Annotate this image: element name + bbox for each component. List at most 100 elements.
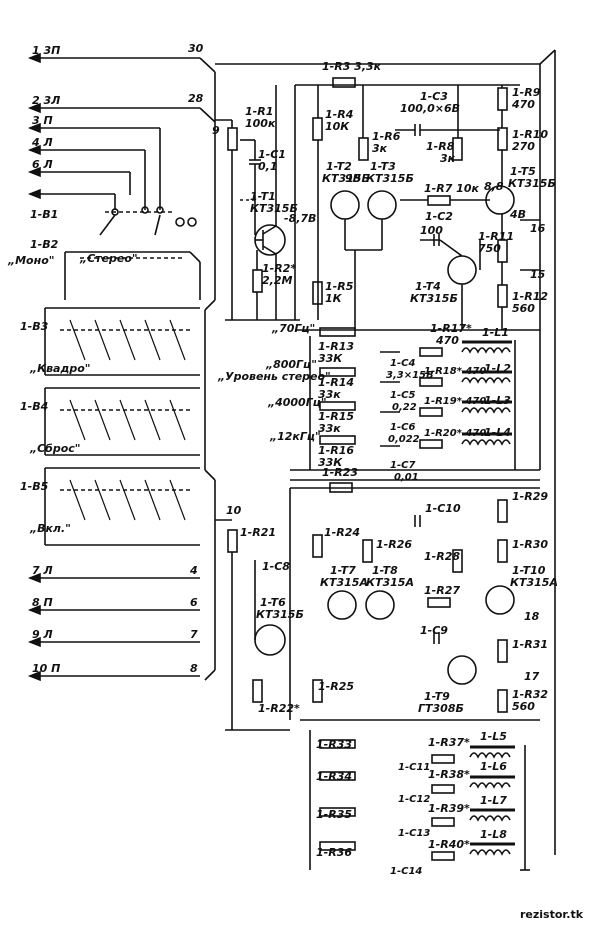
t8-type: КТ315А <box>366 576 414 589</box>
c3-value: 100,0×6В <box>400 102 460 115</box>
c8-label: 1-C8 <box>262 560 290 573</box>
switch-b3-label: 1-В3 <box>20 320 49 333</box>
r15-value: 33к <box>318 422 341 435</box>
pin-18: 18 <box>524 610 540 623</box>
switch-b5-label: 1-В5 <box>20 480 49 493</box>
r26-label: 1-R26 <box>376 538 412 551</box>
r5-label: 1-R5 <box>325 280 354 293</box>
c6-value: 0,022 <box>388 434 420 445</box>
reset-label: „Сброс" <box>29 442 81 455</box>
input-4-label: 4 Л <box>31 136 53 149</box>
freq-800hz: „800Гц" <box>265 358 317 371</box>
r10-label: 1-R10 <box>512 128 548 141</box>
c7-label: 1-C7 <box>390 460 415 471</box>
r33-label: 1-R33 <box>316 738 352 751</box>
lower-filters <box>309 730 530 871</box>
r12-value: 560 <box>512 302 535 315</box>
c1-value: 0,1 <box>258 160 278 173</box>
freq-70hz: „70Гц" <box>271 322 315 335</box>
voltage-4v: 4В <box>509 208 526 221</box>
c2-value: 100 <box>420 224 443 237</box>
r14-label: 1-R14 <box>318 376 354 389</box>
c10-label: 1-C10 <box>425 502 461 515</box>
r3-label: 1-R3 3,3к <box>322 60 382 73</box>
r8-label: 1-R8 <box>426 140 455 153</box>
switch-b2-label: 1-В2 <box>30 238 59 251</box>
r16-value: 33К <box>318 456 343 469</box>
r2-value: 2,2М <box>262 274 292 287</box>
r27-label: 1-R27 <box>424 584 460 597</box>
t8-label: 1-T8 <box>372 564 398 577</box>
t7-type: КТ315А <box>320 576 368 589</box>
r1-label: 1-R1 <box>245 105 273 118</box>
t4-label: 1-T4 <box>415 280 441 293</box>
r23-label: 1-R23 <box>322 466 358 479</box>
lower-amplifier <box>215 482 540 731</box>
t6-type: КТ315Б <box>256 608 304 621</box>
t3-type: КТ315Б <box>366 172 414 185</box>
l1-label: 1-L1 <box>482 326 509 339</box>
stereo-level-label: „Уровень стерео" <box>217 370 331 383</box>
pin-8: 8 <box>190 662 198 675</box>
switch-b2 <box>64 251 201 300</box>
r1-value: 100к <box>245 117 276 130</box>
r38-label: 1-R38* <box>428 768 470 781</box>
voltage-9v: 9В <box>345 172 361 185</box>
t7-label: 1-T7 <box>330 564 356 577</box>
r7-label: 1-R7 10к <box>424 182 479 195</box>
l7-label: 1-L7 <box>480 794 507 807</box>
switch-b1-label: 1-В1 <box>30 208 58 221</box>
r16-label: 1-R16 <box>318 444 354 457</box>
r14-value: 33к <box>318 388 341 401</box>
t2-label: 1-T2 <box>326 160 352 173</box>
switch-banks <box>44 307 200 546</box>
l2-label: 1-L2 <box>484 362 511 375</box>
quadro-label: „Квадро" <box>29 362 91 375</box>
r13-value: 33К <box>318 352 343 365</box>
r29-label: 1-R29 <box>512 490 548 503</box>
switch-b4-label: 1-В4 <box>20 400 48 413</box>
switch-b1 <box>99 206 197 236</box>
r28-label: 1-R28 <box>424 550 460 563</box>
r31-label: 1-R31 <box>512 638 548 651</box>
r2-label: 1-R2* <box>262 262 296 275</box>
r6-value: 3к <box>372 142 388 155</box>
r18-label: 1-R18* 470 <box>424 366 486 377</box>
c1-label: 1-C1 <box>258 148 286 161</box>
r35-label: 1-R35 <box>316 808 352 821</box>
stereo-label: „Стерео" <box>79 252 138 265</box>
t10-label: 1-T10 <box>512 564 546 577</box>
c5-label: 1-C5 <box>390 390 415 401</box>
upper-filters <box>290 327 540 481</box>
r9-value: 470 <box>511 98 535 111</box>
r20-label: 1-R20* 470 <box>424 428 486 439</box>
input-lines <box>27 52 216 210</box>
l5-label: 1-L5 <box>480 730 507 743</box>
pin-17: 17 <box>524 670 540 683</box>
c12-label: 1-C12 <box>398 794 430 805</box>
l6-label: 1-L6 <box>480 760 507 773</box>
c9-label: 1-C9 <box>420 624 448 637</box>
c7-value: 0,01 <box>394 472 419 483</box>
r9-label: 1-R9 <box>512 86 541 99</box>
freq-12khz: „12кГц" <box>269 430 321 443</box>
r34-label: 1-R34 <box>316 770 352 783</box>
r21-label: 1-R21 <box>240 526 276 539</box>
input-2-label: 2 3Л <box>32 94 60 107</box>
t4-type: КТ315Б <box>410 292 458 305</box>
t1-label: 1-T1 <box>250 190 276 203</box>
c13-label: 1-C13 <box>398 828 430 839</box>
c3-label: 1-C3 <box>420 90 448 103</box>
pin-10: 10 <box>226 504 242 517</box>
r40-label: 1-R40* <box>428 838 470 851</box>
voltage-label: -8,7В <box>284 212 316 225</box>
pin-4: 4 <box>189 564 198 577</box>
pin-30: 30 <box>188 42 204 55</box>
output-7-label: 7 Л <box>32 564 53 577</box>
r36-label: 1-R36 <box>316 846 352 859</box>
upper-amplifier <box>295 77 540 331</box>
r17-value: 470 <box>435 334 459 347</box>
t5-type: КТ315Б <box>508 177 556 190</box>
r15-label: 1-R15 <box>318 410 354 423</box>
r12-label: 1-R12 <box>512 290 548 303</box>
